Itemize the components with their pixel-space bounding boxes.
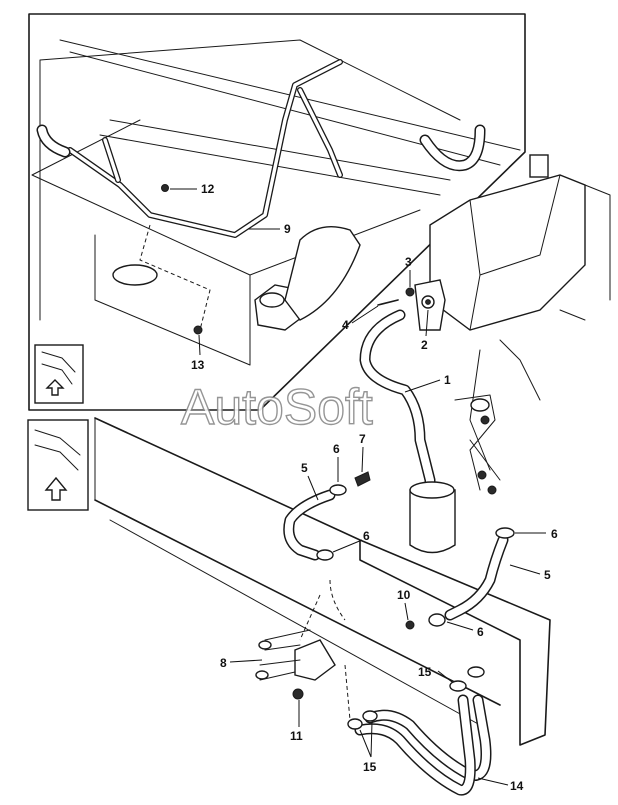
inset-frame <box>28 13 526 411</box>
leader-lines <box>170 188 546 786</box>
callout-15-lower: 15 <box>363 760 377 774</box>
clamp-6-b <box>316 549 334 561</box>
tank-cap <box>529 154 549 178</box>
callout-8: 8 <box>220 656 227 670</box>
up-arrow-icon <box>45 379 65 396</box>
heater-tubes <box>259 629 311 681</box>
coolant-canister <box>409 489 456 554</box>
nut-11 <box>292 688 304 700</box>
watermark: AutoSoft <box>181 379 373 435</box>
clamp-6-c <box>495 527 515 539</box>
inset-clip-12 <box>161 184 169 192</box>
callout-4: 4 <box>342 318 349 332</box>
up-arrow-icon <box>44 476 68 501</box>
tube-end-1 <box>258 640 272 650</box>
callout-10: 10 <box>397 588 411 602</box>
expansion-tank <box>429 174 586 331</box>
tube-end-2 <box>255 670 269 680</box>
callout-6-upper: 6 <box>333 442 340 456</box>
main-frame-rail <box>94 417 551 746</box>
inset-canister <box>284 226 361 321</box>
callout-3: 3 <box>405 255 412 269</box>
detail-inset <box>28 13 526 411</box>
inset-coolant-pipe-2 <box>102 87 343 183</box>
callout-13: 13 <box>191 358 205 372</box>
engine-side-bracket <box>454 394 501 491</box>
callout-15-upper: 15 <box>418 665 432 679</box>
callout-7: 7 <box>359 432 366 446</box>
callout-1: 1 <box>444 373 451 387</box>
clamp-15-c <box>347 718 363 730</box>
callout-11: 11 <box>290 729 303 743</box>
inset-routing-dash <box>139 224 211 331</box>
callout-6-lower: 6 <box>477 625 484 639</box>
inset-floor-hole <box>112 264 158 286</box>
callout-6-right: 6 <box>551 527 558 541</box>
callout-5-left: 5 <box>301 461 308 475</box>
inset-rail <box>59 39 521 196</box>
callout-6-middle: 6 <box>363 529 370 543</box>
inset-front-marker-box <box>34 344 84 404</box>
bolt-10 <box>405 620 415 630</box>
callout-9: 9 <box>284 222 291 236</box>
clamp-6-d <box>428 613 446 627</box>
inset-mount-boss <box>259 292 285 308</box>
main-frame-rail-lower <box>94 417 481 726</box>
screw-7 <box>354 471 371 487</box>
callout-labels: 1 2 3 4 5 5 6 6 6 6 7 8 9 10 11 12 13 14… <box>191 182 558 793</box>
inset-floor-panel <box>31 39 461 366</box>
main-view <box>27 154 611 796</box>
nut-3 <box>405 287 415 297</box>
clamp-15-d <box>362 710 378 722</box>
right-hose-end <box>470 398 490 412</box>
inset-clip-13 <box>193 325 203 335</box>
engine-block-edge <box>469 184 611 471</box>
clamp-15-b <box>467 666 485 678</box>
routing-dash-main <box>299 579 351 721</box>
heater-valve-body <box>294 639 336 681</box>
callout-5-right: 5 <box>544 568 551 582</box>
bolt-4 <box>377 299 399 306</box>
clamp-6-a <box>329 484 347 496</box>
callout-12: 12 <box>201 182 215 196</box>
callout-14: 14 <box>510 779 524 793</box>
clamp-15-a <box>449 680 467 692</box>
callout-2: 2 <box>421 338 428 352</box>
